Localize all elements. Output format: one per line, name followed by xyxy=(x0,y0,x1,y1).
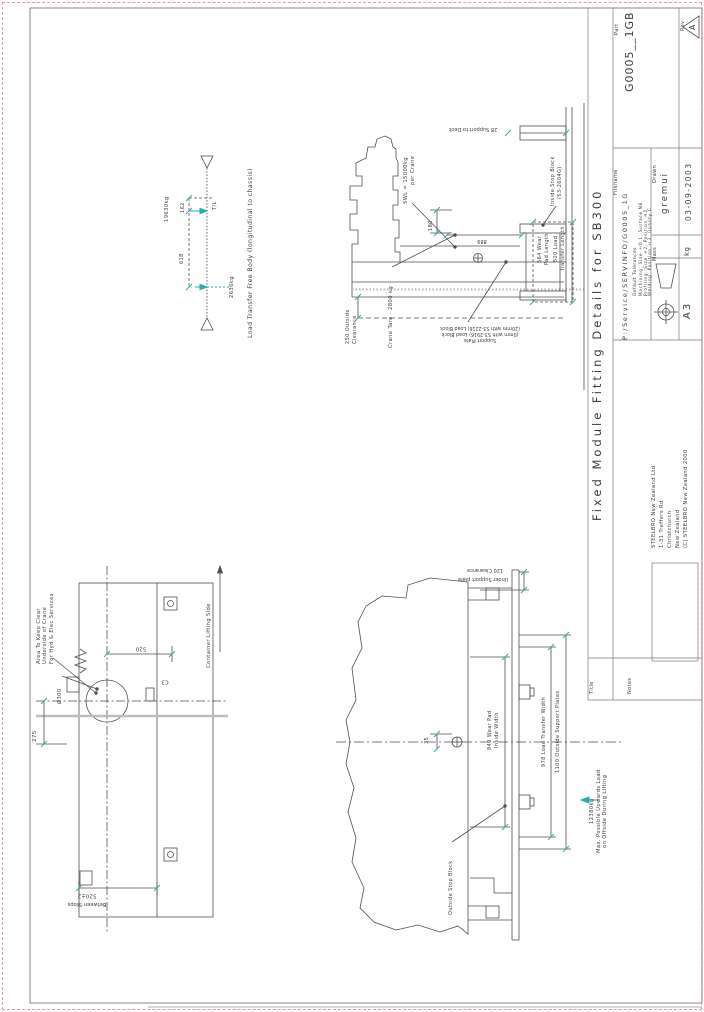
drawn-by-value: gremui xyxy=(660,172,670,214)
dim-520-plan: 520 xyxy=(135,645,147,652)
support-plate-note-line1: Support Plate xyxy=(463,336,497,342)
swl-note-line1: SWL = 15000kg xyxy=(403,157,409,204)
load-transfer-length-line1: 520 Load xyxy=(553,235,559,263)
title-cell-label: Title xyxy=(589,681,595,694)
support-triangle-icon xyxy=(200,317,214,331)
part-cell-label: Part xyxy=(614,23,620,35)
sheet-frame xyxy=(29,7,703,1008)
datum-tl-label: T/L xyxy=(212,201,218,210)
revision-triangle-icon xyxy=(682,15,700,39)
outside-plates-dim: 1100 Outside Support Plates xyxy=(555,690,561,774)
rear-elevation-linework xyxy=(336,569,622,941)
load-top-value: 19630kg xyxy=(164,196,170,222)
filename-cell-label: Filename xyxy=(613,169,619,195)
keep-clear-note-line3: For Hyd & Elec Services xyxy=(48,593,55,664)
clearance-note-line1: 120 Clearance xyxy=(466,567,504,573)
keep-clear-note-line1: Area To Keep Clear xyxy=(35,608,42,664)
wear-pad-width-line2: Inside Width xyxy=(494,712,500,748)
spring-icon xyxy=(73,648,88,674)
projection-cone-icon xyxy=(655,263,677,289)
mass-unit-value: kg xyxy=(683,246,691,256)
free-body-force-arrows xyxy=(191,207,229,291)
support-plate-note-line3: (20mm with S3-2216) Load Block xyxy=(440,324,520,330)
title-block-symbols xyxy=(654,15,700,324)
title-block-grid xyxy=(587,8,702,701)
swl-note-line2: per Crane xyxy=(409,155,416,185)
company-copyright: (C) STEELBRO New Zealand 2000 xyxy=(682,449,689,548)
company-address-2: Christchurch xyxy=(666,510,673,548)
support-plate-note-line2: (0mm with S3-2916) Load Block xyxy=(441,330,519,336)
rear-elevation-load-arrow xyxy=(579,796,600,804)
between-stops-dim: 520±2 xyxy=(77,892,97,899)
inside-stop-block-line1: Inside Stop Block xyxy=(550,156,556,206)
dim-275: 275 xyxy=(32,730,38,742)
drawing-title: Fixed Module Fitting Details for SB300 xyxy=(590,188,604,522)
circle-diameter-dim: Ø300 xyxy=(57,688,63,704)
outside-stop-block-label: Outside Stop Block xyxy=(448,860,454,915)
clearance-note-line2: Under Support plate xyxy=(457,576,509,582)
mass-cell-label: Mass xyxy=(651,246,658,261)
support-triangle-icon xyxy=(200,155,214,169)
dim-618: 618 xyxy=(179,253,185,264)
drawn-cell-label: Drawn xyxy=(651,164,658,183)
between-stops-label: Between Stops xyxy=(67,901,107,908)
company-name: STEELBRO New Zealand Ltd xyxy=(650,465,657,548)
outside-clearance-line1: 250 Outside xyxy=(345,309,351,344)
dim-162: 162 xyxy=(180,202,186,213)
drawn-date-value: 03-09-2003 xyxy=(684,162,693,222)
crane-tare-note: Crane Tare - 2800 kg xyxy=(388,285,394,348)
max-load-line1: 12380kg xyxy=(589,798,595,824)
dim-180: 180 xyxy=(428,220,434,231)
wear-pad-length-line2: Pad Length xyxy=(543,233,550,265)
notes-cell-label: Notes xyxy=(627,677,633,694)
company-address-1: 1-31 Treffers Rd xyxy=(658,500,665,548)
inside-stop-block-line2: (S3-2604G) xyxy=(556,166,563,199)
outside-clearance-line2: Clearance xyxy=(351,315,358,344)
revision-value: A xyxy=(688,24,697,30)
filename-value: P:/Service/SERVINFO/G0005_1G xyxy=(621,192,629,340)
logo-box xyxy=(651,562,699,662)
free-body-caption: Load Transfer Free Body (longitudinal to… xyxy=(247,168,254,338)
support-to-deck-dim: 28 Support to Deck xyxy=(448,126,498,132)
load-transfer-width-dim: 978 Load Transfer Width xyxy=(541,696,547,768)
max-load-line2: Max. Possible Upwards Load xyxy=(595,769,602,853)
load-bottom-value: 2636kg xyxy=(229,276,235,298)
load-transfer-length-line2: Transfer Length xyxy=(559,226,566,272)
container-lifting-side-label: Container Lifting Side xyxy=(206,603,212,668)
dimension-ticks xyxy=(40,129,577,892)
wear-pad-width-line1: 840 Wear Pad xyxy=(487,710,493,750)
sheet-size-value: A3 xyxy=(682,301,693,319)
plan-view-linework xyxy=(36,564,228,932)
rev-cell-label: Rev xyxy=(680,20,686,32)
wear-pad-length-line1: 564 Wear xyxy=(537,235,543,263)
section-ref-c3: C3 xyxy=(161,678,169,685)
part-number: G0005__1GB xyxy=(623,11,636,92)
free-body-linework xyxy=(188,155,214,331)
dim-35: 35 xyxy=(424,736,430,744)
side-elevation-linework xyxy=(349,103,585,390)
keep-clear-note-line2: Underside of Crane xyxy=(42,606,48,664)
projection-circle-icon xyxy=(654,300,678,324)
dim-889: 889 xyxy=(477,238,487,244)
max-load-line3: on Offside During Lifting xyxy=(602,774,608,848)
company-address-3: New Zealand xyxy=(674,509,681,549)
